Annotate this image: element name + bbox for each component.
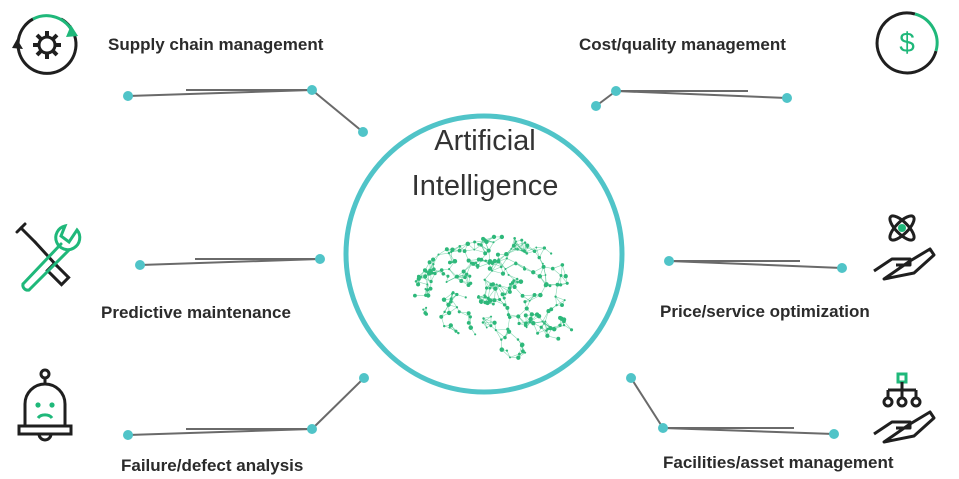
center-title-line-2: Intelligence <box>411 170 559 202</box>
sad-robot-icon <box>17 368 73 442</box>
connector-cost-quality <box>595 90 788 107</box>
label-failure-defect: Failure/defect analysis <box>121 456 304 475</box>
connector-facilities <box>630 377 835 435</box>
connector-price-service <box>668 260 843 269</box>
brain-network-icon <box>413 234 574 360</box>
wrench-screwdriver-icon <box>15 222 82 292</box>
label-supply-chain: Supply chain management <box>108 35 324 54</box>
connector-supply-chain <box>127 89 364 133</box>
connector-failure <box>127 377 365 436</box>
svg-text:$: $ <box>899 27 915 58</box>
connector-predictive <box>139 258 321 266</box>
dollar-cycle-icon: $ <box>875 11 939 75</box>
label-price-service: Price/service optimization <box>660 302 870 321</box>
ai-circle <box>343 113 625 395</box>
label-cost-quality: Cost/quality management <box>579 35 786 54</box>
hand-atom-icon <box>873 214 936 281</box>
gear-cycle-icon <box>12 14 78 75</box>
hand-network-icon <box>873 372 936 444</box>
label-predictive-maintenance: Predictive maintenance <box>101 303 291 322</box>
label-facilities-asset: Facilities/asset management <box>663 453 894 472</box>
center-title-line-1: Artificial <box>434 125 536 157</box>
connector-dots <box>123 85 847 440</box>
